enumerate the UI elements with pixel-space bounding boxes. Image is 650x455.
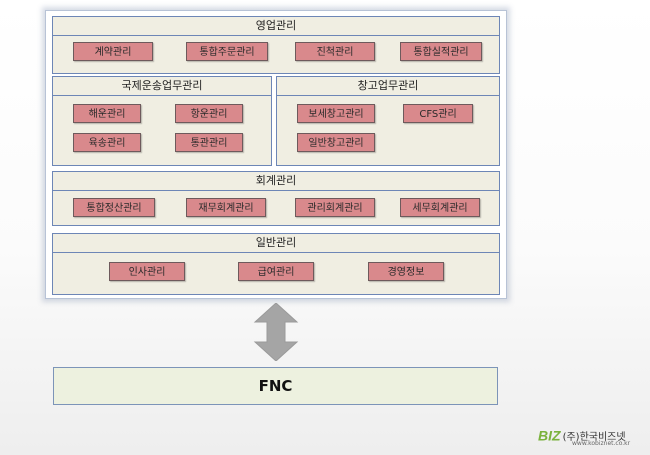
tax-accounting-management-button[interactable]: 세무회계관리 bbox=[400, 198, 480, 217]
warehouse-management-title: 창고업무관리 bbox=[277, 77, 499, 96]
integrated-settlement-management-button[interactable]: 통합정산관리 bbox=[73, 198, 155, 217]
progress-management-button[interactable]: 진척관리 bbox=[295, 42, 375, 61]
payroll-management-button[interactable]: 급여관리 bbox=[238, 262, 314, 281]
company-url: www.kobiznet.co.kr bbox=[572, 440, 631, 447]
biz-logo-mark: BIZ bbox=[538, 427, 561, 444]
company-name: (주)한국비즈넷 bbox=[562, 432, 626, 443]
accounting-management-panel: 회계관리 통합정산관리 재무회계관리 관리회계관리 세무회계관리 bbox=[52, 171, 500, 226]
land-transport-management-button[interactable]: 육송관리 bbox=[73, 133, 141, 152]
shipping-management-button[interactable]: 해운관리 bbox=[73, 104, 141, 123]
management-information-button[interactable]: 경영정보 bbox=[368, 262, 444, 281]
integrated-order-management-button[interactable]: 통합주문관리 bbox=[186, 42, 268, 61]
international-transport-title: 국제운송업무관리 bbox=[53, 77, 271, 96]
accounting-management-title: 회계관리 bbox=[53, 172, 499, 191]
company-logo: BIZ(주)한국비즈넷 www.kobiznet.co.kr bbox=[538, 425, 630, 448]
air-cargo-management-button[interactable]: 항운관리 bbox=[175, 104, 243, 123]
hr-management-button[interactable]: 인사관리 bbox=[109, 262, 185, 281]
general-management-panel: 일반관리 인사관리 급여관리 경영정보 bbox=[52, 233, 500, 295]
sales-management-panel: 영업관리 계약관리 통합주문관리 진척관리 통합실적관리 bbox=[52, 16, 500, 74]
cfs-management-button[interactable]: CFS관리 bbox=[403, 104, 473, 123]
sales-management-title: 영업관리 bbox=[53, 17, 499, 36]
bonded-warehouse-management-button[interactable]: 보세창고관리 bbox=[297, 104, 375, 123]
bidirectional-arrow-icon bbox=[253, 303, 299, 361]
contract-management-button[interactable]: 계약관리 bbox=[73, 42, 153, 61]
fnc-box: FNC bbox=[53, 367, 498, 405]
warehouse-management-panel: 창고업무관리 보세창고관리 CFS관리 일반창고관리 bbox=[276, 76, 500, 166]
general-warehouse-management-button[interactable]: 일반창고관리 bbox=[297, 133, 375, 152]
customs-management-button[interactable]: 통관관리 bbox=[175, 133, 243, 152]
international-transport-panel: 국제운송업무관리 해운관리 항운관리 육송관리 통관관리 bbox=[52, 76, 272, 166]
financial-accounting-management-button[interactable]: 재무회계관리 bbox=[186, 198, 266, 217]
general-management-title: 일반관리 bbox=[53, 234, 499, 253]
managerial-accounting-management-button[interactable]: 관리회계관리 bbox=[295, 198, 375, 217]
integrated-performance-management-button[interactable]: 통합실적관리 bbox=[400, 42, 482, 61]
system-module-diagram: 영업관리 계약관리 통합주문관리 진척관리 통합실적관리 국제운송업무관리 해운… bbox=[45, 10, 507, 299]
